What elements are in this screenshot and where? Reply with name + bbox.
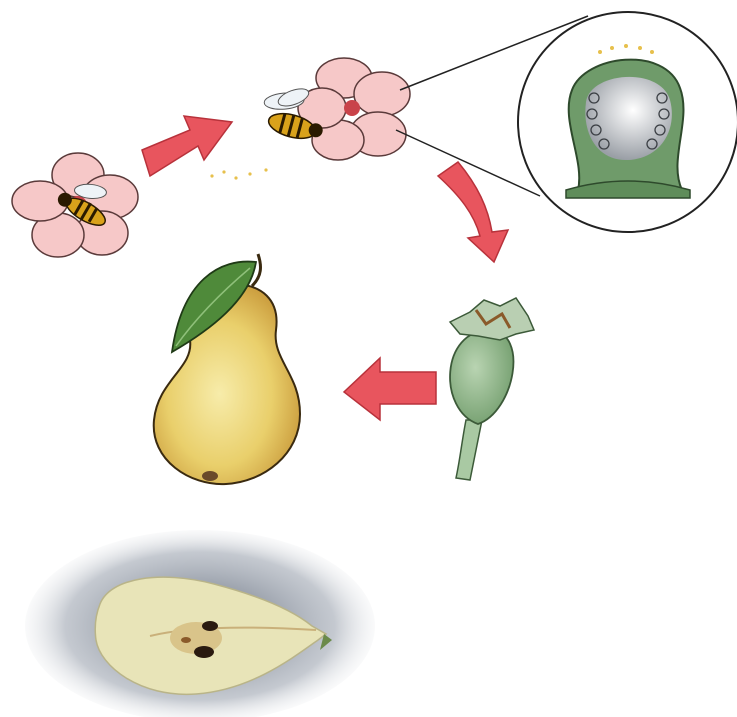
arrow-to-pollination bbox=[142, 116, 232, 176]
pear-fruit-icon bbox=[154, 254, 300, 484]
bee-pollinating-flower-icon bbox=[210, 58, 410, 180]
swollen-ovary-icon bbox=[450, 298, 534, 480]
bee-on-flower-icon bbox=[12, 153, 138, 257]
magnified-ovary-icon bbox=[518, 12, 737, 232]
pear-cross-section-icon bbox=[25, 530, 375, 717]
arrow-to-pear bbox=[344, 358, 436, 420]
